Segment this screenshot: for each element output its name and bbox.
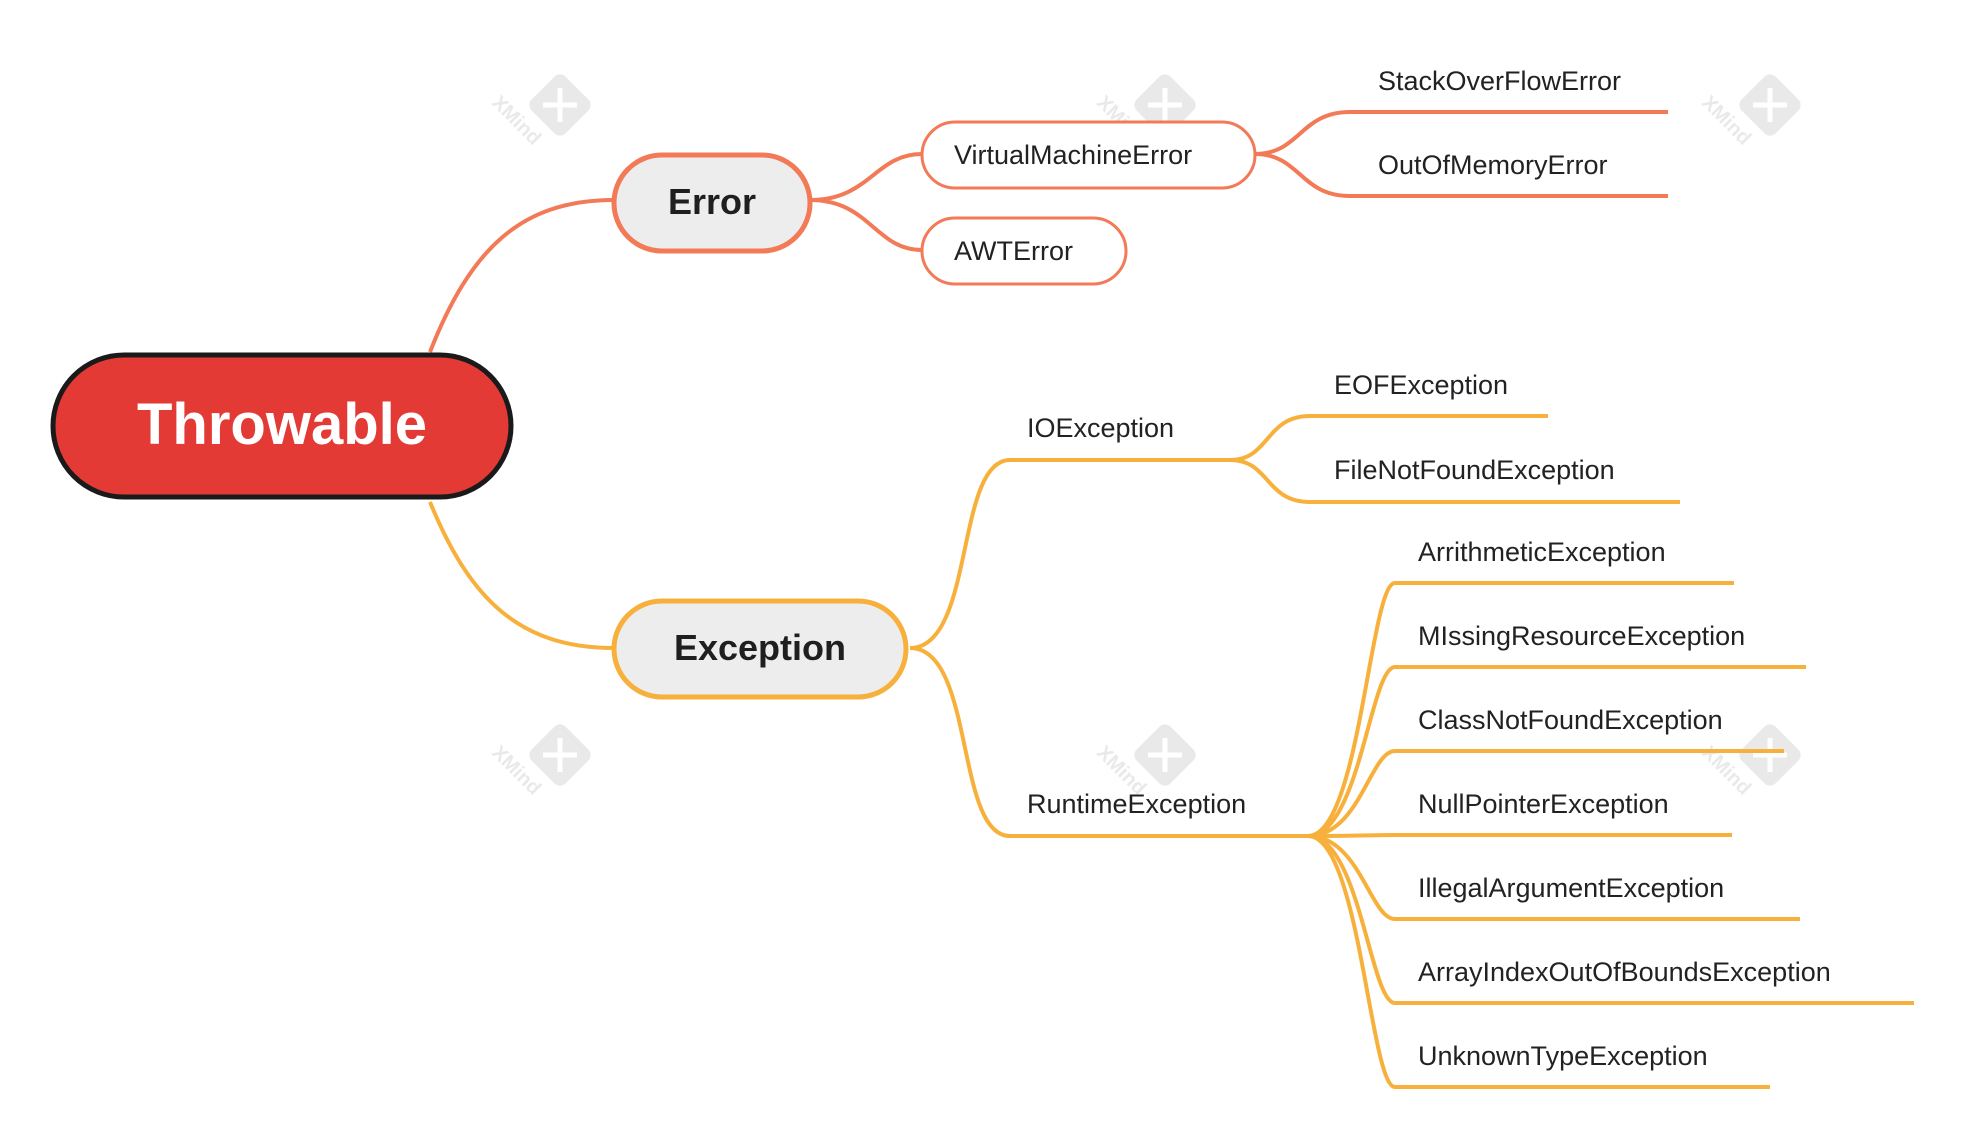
class-not-found-exception-label[interactable]: ClassNotFoundException bbox=[1418, 705, 1723, 735]
connector-runtime-array-index-out-of-bounds bbox=[1307, 834, 1914, 1005]
arithmetic-exception-label[interactable]: ArrithmeticException bbox=[1418, 537, 1666, 567]
awt-error-node[interactable]: AWTError bbox=[920, 216, 1128, 286]
xmind-logo-icon: XMind bbox=[1697, 74, 1801, 150]
exception-node[interactable]: Exception bbox=[611, 598, 909, 700]
connector-exception-runtime bbox=[909, 646, 1308, 838]
illegal-argument-exception-label[interactable]: IllegalArgumentException bbox=[1418, 873, 1724, 903]
xmind-logo-icon: XMind bbox=[487, 724, 591, 800]
xmind-logo-icon: XMind bbox=[487, 74, 591, 150]
connector-runtime-arithmetic bbox=[1307, 581, 1734, 838]
out-of-memory-error-label[interactable]: OutOfMemoryError bbox=[1378, 150, 1608, 180]
exception-label: Exception bbox=[674, 627, 846, 668]
exception-connectors bbox=[428, 414, 1914, 1089]
connector-io-eof bbox=[1229, 414, 1548, 462]
file-not-found-exception-label[interactable]: FileNotFoundException bbox=[1334, 455, 1615, 485]
vm-error-label: VirtualMachineError bbox=[954, 140, 1192, 170]
awt-error-label: AWTError bbox=[954, 236, 1073, 266]
connector-runtime-missing-resource bbox=[1307, 665, 1806, 838]
eof-exception-label[interactable]: EOFException bbox=[1334, 370, 1508, 400]
error-connectors bbox=[428, 110, 1668, 353]
connector-runtime-null-pointer bbox=[1307, 833, 1732, 838]
unknown-type-exception-label[interactable]: UnknownTypeException bbox=[1418, 1041, 1708, 1071]
connector-runtime-illegal-argument bbox=[1307, 834, 1800, 921]
connector-runtime-unknown-type bbox=[1307, 834, 1770, 1089]
stack-overflow-error-label[interactable]: StackOverFlowError bbox=[1378, 66, 1621, 96]
connector-vm-oom bbox=[1254, 152, 1668, 198]
connector-runtime-class-not-found bbox=[1307, 749, 1784, 838]
runtime-connectors bbox=[1307, 581, 1914, 1089]
error-node[interactable]: Error bbox=[611, 152, 813, 254]
vm-error-node[interactable]: VirtualMachineError bbox=[920, 120, 1257, 190]
io-exception-label[interactable]: IOException bbox=[1027, 413, 1174, 443]
runtime-children: ArrithmeticExceptionMIssingResourceExcep… bbox=[1418, 537, 1831, 1071]
root-label: Throwable bbox=[137, 392, 427, 457]
connector-exception-io bbox=[909, 458, 1230, 650]
root-node[interactable]: Throwable bbox=[50, 352, 514, 500]
connector-root-exception bbox=[428, 501, 615, 650]
missing-resource-exception-label[interactable]: MIssingResourceException bbox=[1418, 621, 1745, 651]
connector-io-fnf bbox=[1229, 458, 1680, 504]
connector-root-error bbox=[428, 198, 615, 353]
connector-error-awt bbox=[809, 198, 923, 252]
null-pointer-exception-label[interactable]: NullPointerException bbox=[1418, 789, 1669, 819]
error-label: Error bbox=[668, 181, 756, 222]
array-index-out-of-bounds-exception-label[interactable]: ArrayIndexOutOfBoundsException bbox=[1418, 957, 1831, 987]
connector-error-vm bbox=[809, 152, 923, 202]
runtime-exception-label[interactable]: RuntimeException bbox=[1027, 789, 1246, 819]
connector-vm-stack bbox=[1254, 110, 1668, 156]
